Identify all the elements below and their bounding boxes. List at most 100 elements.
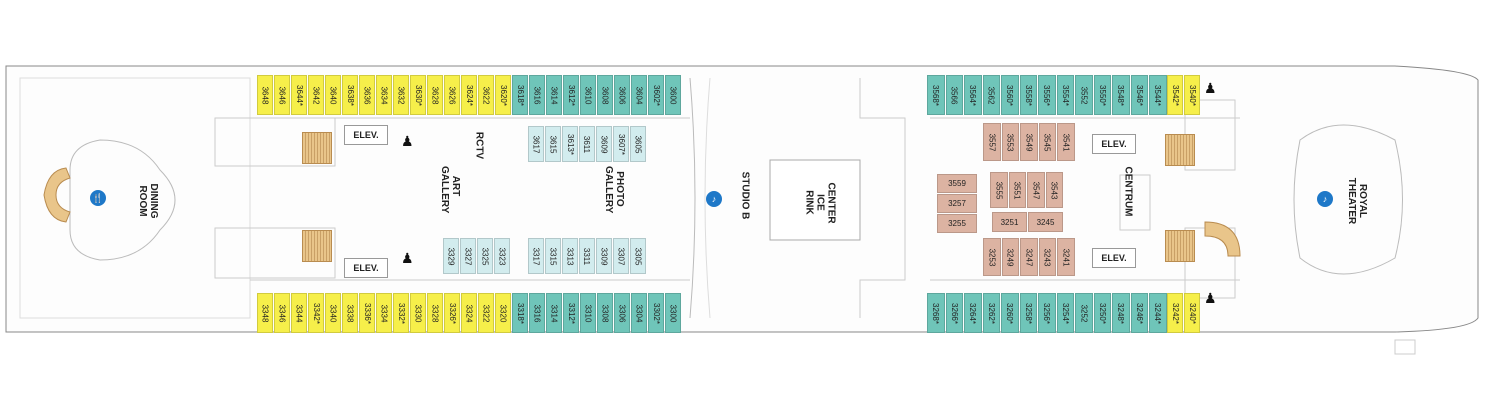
cabin[interactable]: 3248* [1112,293,1130,333]
cabin[interactable]: 3254* [1056,293,1074,333]
cabin[interactable]: 3618* [512,75,528,115]
cabin[interactable]: 3317 [528,238,544,274]
cabin[interactable]: 3249 [1001,238,1019,276]
cabin[interactable]: 3626 [444,75,460,115]
cabin[interactable]: 3638* [342,75,358,115]
cabin[interactable]: 3546* [1130,75,1148,115]
cabin[interactable]: 3256* [1038,293,1056,333]
cabin[interactable]: 3304 [631,293,647,333]
cabin[interactable]: 3336* [359,293,375,333]
cabin[interactable]: 3305 [630,238,646,274]
cabin[interactable]: 3541 [1057,123,1075,161]
cabin[interactable]: 3550* [1093,75,1111,115]
cabin[interactable]: 3310 [580,293,596,333]
cabin[interactable]: 3328 [427,293,443,333]
cabin[interactable]: 3624* [461,75,477,115]
cabin[interactable]: 3628 [427,75,443,115]
cabin[interactable]: 3607* [613,126,629,162]
cabin[interactable]: 3559 [937,174,977,193]
cabin[interactable]: 3244* [1149,293,1167,333]
cabin[interactable]: 3616 [529,75,545,115]
cabin[interactable]: 3558* [1019,75,1037,115]
cabin[interactable]: 3551 [1008,172,1026,208]
cabin[interactable]: 3552 [1075,75,1093,115]
cabin[interactable]: 3614 [546,75,562,115]
cabin[interactable]: 3554* [1056,75,1074,115]
cabin[interactable]: 3251 [992,212,1027,232]
cabin[interactable]: 3543 [1045,172,1063,208]
cabin[interactable]: 3314 [546,293,562,333]
cabin[interactable]: 3557 [983,123,1001,161]
cabin[interactable]: 3253 [983,238,1001,276]
cabin[interactable]: 3240* [1184,293,1200,333]
cabin[interactable]: 3326* [444,293,460,333]
cabin[interactable]: 3549 [1020,123,1038,161]
cabin[interactable]: 3322 [478,293,494,333]
cabin[interactable]: 3329 [443,238,459,274]
cabin[interactable]: 3346 [274,293,290,333]
cabin[interactable]: 3610 [580,75,596,115]
cabin[interactable]: 3324 [461,293,477,333]
cabin[interactable]: 3325 [477,238,493,274]
cabin[interactable]: 3266* [945,293,963,333]
cabin[interactable]: 3332* [393,293,409,333]
cabin[interactable]: 3340 [325,293,341,333]
cabin[interactable]: 3307 [613,238,629,274]
cabin[interactable]: 3608 [597,75,613,115]
cabin[interactable]: 3606 [614,75,630,115]
cabin[interactable]: 3632 [393,75,409,115]
cabin[interactable]: 3556* [1038,75,1056,115]
cabin[interactable]: 3568* [927,75,945,115]
cabin[interactable]: 3309 [596,238,612,274]
cabin[interactable]: 3566 [945,75,963,115]
cabin[interactable]: 3257 [937,194,977,213]
cabin[interactable]: 3605 [630,126,646,162]
cabin[interactable]: 3264* [964,293,982,333]
cabin[interactable]: 3262* [982,293,1000,333]
cabin[interactable]: 3323 [494,238,510,274]
cabin[interactable]: 3611 [579,126,595,162]
cabin[interactable]: 3241 [1057,238,1075,276]
cabin[interactable]: 3634 [376,75,392,115]
cabin[interactable]: 3315 [545,238,561,274]
cabin[interactable]: 3308 [597,293,613,333]
cabin[interactable]: 3630* [410,75,426,115]
cabin[interactable]: 3646 [274,75,290,115]
cabin[interactable]: 3338 [342,293,358,333]
cabin[interactable]: 3613* [562,126,578,162]
cabin[interactable]: 3615 [545,126,561,162]
cabin[interactable]: 3648 [257,75,273,115]
cabin[interactable]: 3327 [460,238,476,274]
cabin[interactable]: 3564* [964,75,982,115]
cabin[interactable]: 3620* [495,75,511,115]
cabin[interactable]: 3562 [982,75,1000,115]
cabin[interactable]: 3348 [257,293,273,333]
cabin[interactable]: 3609 [596,126,612,162]
cabin[interactable]: 3545 [1038,123,1056,161]
cabin[interactable]: 3600 [665,75,681,115]
cabin[interactable]: 3243 [1038,238,1056,276]
cabin[interactable]: 3252 [1075,293,1093,333]
cabin[interactable]: 3547 [1027,172,1045,208]
cabin[interactable]: 3548* [1112,75,1130,115]
cabin[interactable]: 3255 [937,214,977,233]
cabin[interactable]: 3622 [478,75,494,115]
cabin[interactable]: 3306 [614,293,630,333]
cabin[interactable]: 3344 [291,293,307,333]
cabin[interactable]: 3540* [1184,75,1200,115]
cabin[interactable]: 3560* [1001,75,1019,115]
cabin[interactable]: 3250* [1093,293,1111,333]
cabin[interactable]: 3245 [1028,212,1063,232]
cabin[interactable]: 3312* [563,293,579,333]
cabin[interactable]: 3311 [579,238,595,274]
cabin[interactable]: 3636 [359,75,375,115]
cabin[interactable]: 3242* [1167,293,1183,333]
cabin[interactable]: 3246* [1130,293,1148,333]
cabin[interactable]: 3640 [325,75,341,115]
cabin[interactable]: 3617 [528,126,544,162]
cabin[interactable]: 3313 [562,238,578,274]
cabin[interactable]: 3644* [291,75,307,115]
cabin[interactable]: 3602* [648,75,664,115]
cabin[interactable]: 3553 [1001,123,1019,161]
cabin[interactable]: 3260* [1001,293,1019,333]
